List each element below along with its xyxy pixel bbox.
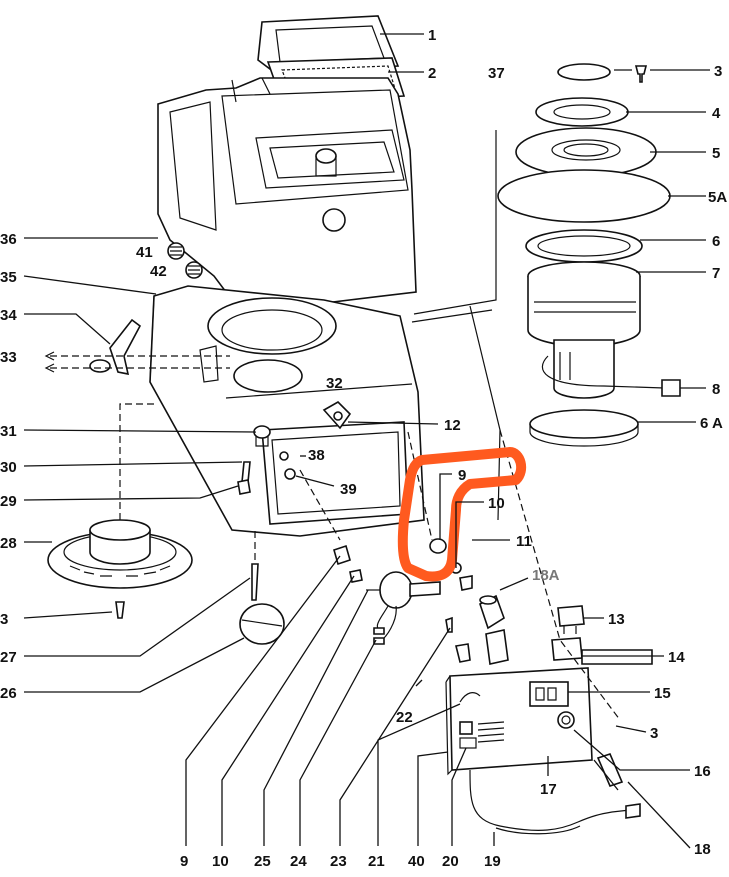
callout-3-right: 3	[650, 725, 658, 742]
part-28-distributor	[47, 519, 193, 589]
part-24-valve	[366, 571, 441, 645]
callout-36: 36	[0, 231, 17, 248]
part-22-block	[485, 629, 509, 665]
part-3-screw-lower	[115, 601, 125, 619]
callout-3-top: 3	[714, 63, 722, 80]
part-41-grille	[167, 242, 185, 260]
callout-34: 34	[0, 307, 17, 324]
callout-31: 31	[0, 423, 17, 440]
callout-14: 14	[668, 649, 685, 666]
part-4-ring	[535, 97, 629, 127]
callout-27: 27	[0, 649, 17, 666]
callout-35: 35	[0, 269, 17, 286]
callout-29: 29	[0, 493, 17, 510]
axis-line-28	[119, 403, 156, 520]
part-9-highlight-fitting	[429, 538, 447, 554]
part-23-screw	[445, 616, 453, 633]
callout-6a: 6 A	[700, 415, 723, 432]
part-26-float	[239, 603, 285, 645]
part-18a-filter	[479, 594, 505, 630]
callout-5a: 5A	[708, 189, 727, 206]
part-32-clip	[322, 401, 352, 430]
part-6-ring	[525, 229, 643, 263]
part-6a-ring	[529, 409, 639, 447]
callout-13: 13	[608, 611, 625, 628]
part-19-power-cable	[469, 769, 631, 835]
part-13-relay	[557, 605, 585, 634]
callout-21: 21	[368, 853, 385, 870]
part-7-motor	[527, 261, 641, 399]
part-33-screw-line	[50, 355, 230, 369]
callout-18: 18	[694, 841, 711, 858]
callout-33: 33	[0, 349, 17, 366]
callout-3-left: 3	[0, 611, 8, 628]
part-11-fitting	[459, 575, 473, 591]
callout-9-top: 9	[458, 467, 466, 484]
callout-22: 22	[396, 709, 413, 726]
callout-42: 42	[150, 263, 167, 280]
callout-25: 25	[254, 853, 271, 870]
callout-38: 38	[308, 447, 325, 464]
callout-1: 1	[428, 27, 436, 44]
part-27-rod	[251, 563, 259, 601]
callout-10-top: 10	[488, 495, 505, 512]
assembly-dash-left	[299, 431, 433, 541]
callout-11: 11	[516, 533, 532, 550]
callout-19: 19	[484, 853, 501, 870]
callout-28: 28	[0, 535, 17, 552]
part-35-base-body	[149, 285, 425, 537]
callout-15: 15	[654, 685, 671, 702]
callout-26: 26	[0, 685, 17, 702]
part-5a-gasket	[497, 169, 671, 223]
highlight-marker	[397, 447, 527, 582]
callout-18a: 18A	[532, 567, 560, 584]
part-39-washer	[284, 468, 296, 480]
callout-30: 30	[0, 459, 17, 476]
callout-32: 32	[326, 375, 343, 392]
callout-20: 20	[442, 853, 459, 870]
callout-5: 5	[712, 145, 720, 162]
part-34-bracket	[89, 318, 142, 376]
callout-39: 39	[340, 481, 357, 498]
part-42-grille	[185, 261, 203, 279]
part-8-wire	[541, 355, 665, 389]
callout-2: 2	[428, 65, 436, 82]
part-8-connector	[661, 379, 681, 397]
part-30-probe	[241, 461, 251, 483]
callout-24: 24	[290, 853, 307, 870]
callout-9-bottom: 9	[180, 853, 188, 870]
assembly-link-cover	[411, 309, 493, 323]
callout-40: 40	[408, 853, 425, 870]
callout-8: 8	[712, 381, 720, 398]
part-18-fuse	[596, 753, 624, 787]
callout-12: 12	[444, 417, 461, 434]
part-14-connector	[551, 637, 653, 665]
leader-lines	[23, 33, 710, 849]
callout-6: 6	[712, 233, 720, 250]
callout-41: 41	[136, 244, 153, 261]
callout-labels: 1 2 3 37 4 5 5A 6 7 8 6 A 36 41 42 35 34…	[0, 27, 727, 870]
part-3-screw-top	[634, 65, 648, 83]
assembly-link-upper	[413, 130, 497, 315]
part-5-cover	[515, 127, 657, 177]
part-22-terminal	[455, 643, 471, 663]
callout-37: 37	[488, 65, 505, 82]
part-19-plug	[625, 803, 641, 819]
part-37-filter-pad	[557, 63, 611, 81]
callout-4: 4	[712, 105, 721, 122]
callout-17: 17	[540, 781, 557, 798]
part-17-control-panel	[445, 667, 593, 776]
callout-7: 7	[712, 265, 720, 282]
assembly-dash-right	[499, 429, 621, 721]
callout-16: 16	[694, 763, 711, 780]
part-33-screw-arrow	[44, 351, 55, 373]
part-25-nut	[349, 569, 363, 583]
part-38-washer	[279, 451, 289, 461]
part-29-probe	[237, 479, 251, 495]
callout-23: 23	[330, 853, 347, 870]
callout-10-bottom: 10	[212, 853, 229, 870]
part-36-upper-housing	[157, 77, 417, 307]
